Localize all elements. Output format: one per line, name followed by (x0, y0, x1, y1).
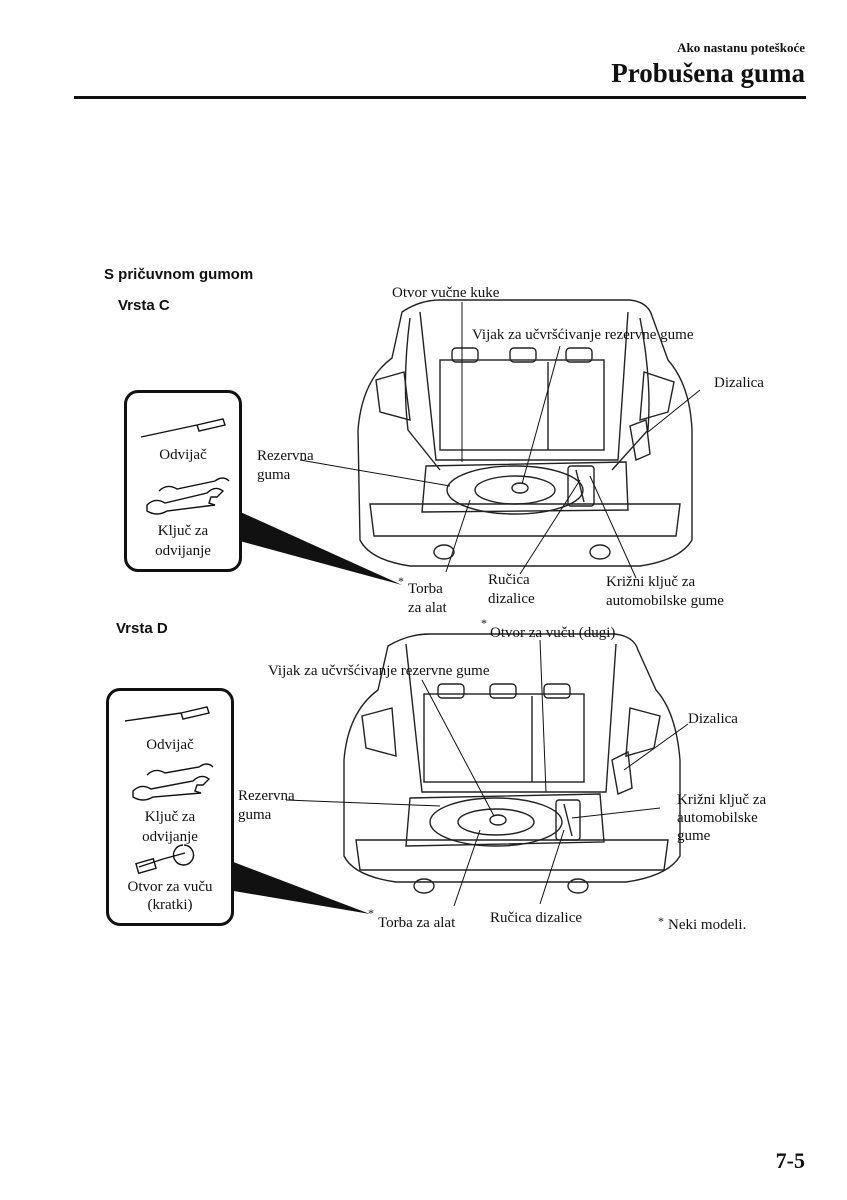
type-c-tool-drawings (140, 418, 230, 515)
spare-bolt-label: Vijak za učvršćivanje rezervne gume (472, 327, 694, 343)
lug-wrench-label-line3: gume (677, 828, 711, 844)
footnote-asterisk: * (658, 914, 664, 928)
asterisk-mark: * (368, 906, 374, 920)
type-d-tool-drawings (124, 706, 214, 875)
spare-bolt-label: Vijak za učvršćivanje rezervne gume (268, 663, 490, 679)
screwdriver-label: Odvijač (146, 737, 194, 753)
tow-eye-label-line2: (kratki) (147, 897, 193, 913)
footnote: Neki modeli. (668, 917, 747, 933)
toolbag-label-line2: za alat (408, 600, 447, 616)
section-title: S pričuvnom gumom (104, 266, 254, 283)
chapter-header: Ako nastanu poteškoće (677, 40, 805, 55)
type-d-heading: Vrsta D (116, 620, 168, 637)
tow-eye-icon (138, 844, 195, 868)
asterisk-mark: * (481, 616, 487, 630)
page-title: Probušena guma (611, 58, 805, 88)
wrench-icon (132, 775, 211, 801)
tow-long-label: Otvor za vuču (dugi) (490, 625, 616, 641)
spare-tyre-label-line2: guma (257, 467, 291, 483)
header-rule (74, 96, 806, 99)
tow-eye-label-line1: Otvor za vuču (127, 879, 213, 895)
tow-hook-label: Otvor vučne kuke (392, 285, 500, 301)
wrench-label-line1: Ključ za (144, 809, 196, 825)
jack-label: Dizalica (714, 375, 764, 391)
wrench-label-line2: odvijanje (142, 829, 198, 845)
wrench-label-line1: Ključ za (157, 523, 209, 539)
screwdriver-label: Odvijač (159, 447, 207, 463)
jack-handle-label: Ručica dizalice (490, 910, 583, 926)
type-d-toolbox: Odvijač Ključ za odvijanje Otvor za vuču… (106, 688, 234, 926)
screwdriver-icon (140, 418, 226, 438)
wrench-label-line2: odvijanje (155, 543, 211, 559)
jack-handle-label-line1: Ručica (488, 572, 530, 588)
spare-tyre-label-line1: Rezervna (238, 788, 295, 804)
toolbag-label: Torba za alat (378, 915, 456, 931)
toolbag-label-line1: Torba (408, 581, 443, 597)
page-number: 7-5 (775, 1148, 805, 1173)
lug-wrench-label-line1: Križni ključ za (606, 574, 696, 590)
spare-tyre-label-line2: guma (238, 807, 272, 823)
jack-handle-label-line2: dizalice (488, 591, 535, 607)
asterisk-mark: * (398, 574, 404, 588)
lug-wrench-label-line1: Križni ključ za (677, 792, 767, 808)
lug-wrench-label-line2: automobilske gume (606, 593, 724, 609)
spare-tyre-label-line1: Rezervna (257, 448, 314, 464)
lug-wrench-label-line2: automobilske (677, 810, 758, 826)
type-c-toolbox: Odvijač Ključ za odvijanje (124, 390, 242, 572)
wrench-icon (146, 487, 225, 515)
screwdriver-icon (124, 706, 210, 722)
jack-label: Dizalica (688, 711, 738, 727)
type-c-heading: Vrsta C (118, 297, 170, 314)
